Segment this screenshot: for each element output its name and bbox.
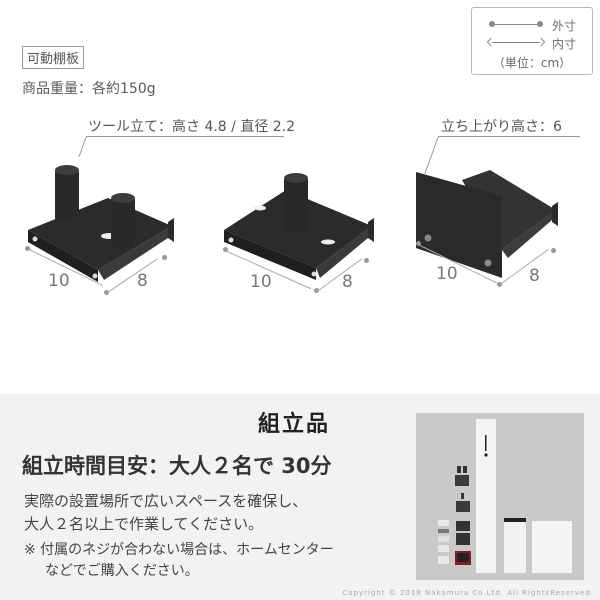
dot-icon: [537, 21, 543, 27]
item1-depth-label: 8: [137, 271, 148, 291]
inner-dimension-line-icon: [492, 42, 540, 43]
dot-icon: [314, 288, 319, 293]
assembly-time: 組立時間目安：大人２名で 30分: [22, 454, 332, 478]
assembly-title: 組立品: [258, 412, 331, 437]
dimension-legend: 外寸 内寸 （単位：cm）: [471, 7, 593, 75]
assembly-description: 実際の設置場所で広いスペースを確保し、 大人２名以上で作業してください。: [24, 490, 307, 536]
item3-width-label: 10: [436, 264, 458, 284]
parts-layout-image: [416, 413, 584, 580]
dot-icon: [223, 247, 228, 252]
rise-height-callout: 立ち上がり高さ：6: [441, 119, 562, 135]
outer-dimension-line-icon: [492, 24, 540, 25]
assembly-note-line2: などでご購入ください。: [45, 563, 199, 579]
item1-width-label: 10: [48, 271, 70, 291]
arrow-left-icon: [486, 37, 496, 47]
legend-unit: （単位：cm）: [492, 56, 572, 70]
assembly-desc-line1: 実際の設置場所で広いスペースを確保し、: [24, 492, 308, 510]
product-weight: 商品重量：各約150g: [22, 81, 156, 97]
dot-icon: [25, 246, 30, 251]
legend-outer-label: 外寸: [552, 19, 577, 33]
assembly-note-line1: ※ 付属のネジが合わない場合は、ホームセンター: [24, 542, 334, 558]
legend-inner-row: 内寸: [486, 35, 586, 51]
dot-icon: [497, 282, 502, 287]
dot-icon: [104, 290, 109, 295]
callout-underline: [438, 136, 580, 137]
two-peg-shelf-image: [28, 165, 174, 282]
item2-depth-label: 8: [342, 272, 353, 292]
assembly-note: ※ 付属のネジが合わない場合は、ホームセンター などでご購入ください。: [24, 540, 334, 582]
product-tag: 可動棚板: [22, 46, 85, 69]
item2-width-label: 10: [250, 272, 272, 292]
tool-stand-callout: ツール立て：高さ 4.8 / 直径 2.2: [88, 119, 296, 135]
one-peg-shelf-image: [224, 173, 374, 280]
legend-inner-label: 内寸: [552, 37, 577, 51]
raised-edge-shelf-image: [416, 170, 558, 278]
dot-icon: [416, 241, 421, 246]
assembly-section: 組立品 組立時間目安：大人２名で 30分 実際の設置場所で広いスペースを確保し、…: [0, 394, 600, 600]
parts-photo: [416, 413, 584, 580]
dot-icon: [162, 255, 167, 260]
callout-leader-line: [78, 136, 87, 158]
dot-icon: [551, 248, 556, 253]
arrow-right-icon: [536, 37, 546, 47]
dot-icon: [489, 21, 495, 27]
dot-icon: [364, 258, 369, 263]
item3-depth-label: 8: [529, 266, 540, 286]
assembly-desc-line2: 大人２名以上で作業してください。: [24, 515, 264, 533]
legend-outer-row: 外寸: [486, 17, 586, 33]
callout-underline: [86, 136, 284, 137]
copyright-text: Copyright © 2018 Nakamura Co.Ltd. All Ri…: [342, 589, 594, 597]
